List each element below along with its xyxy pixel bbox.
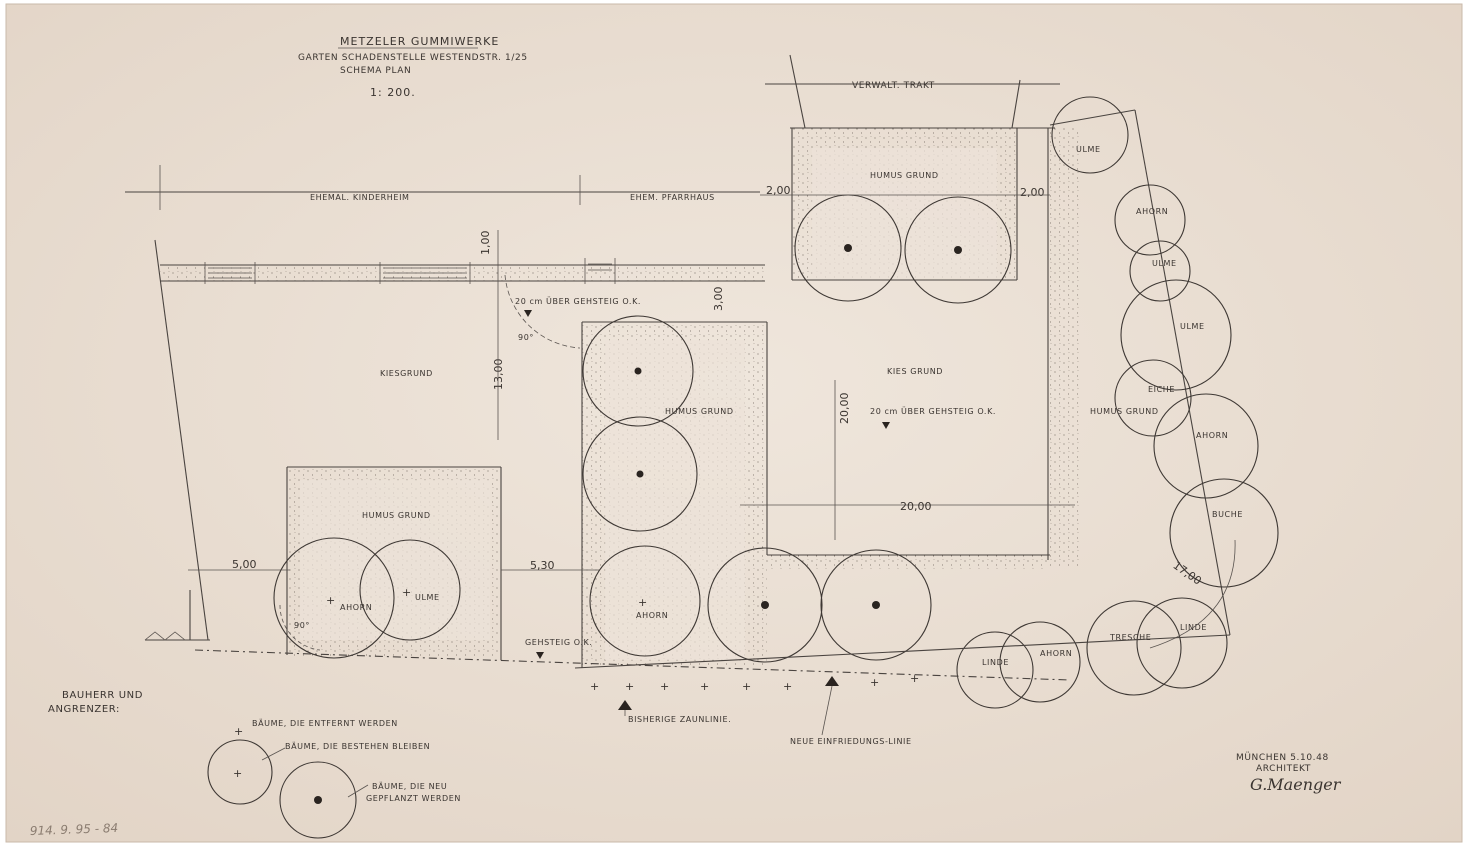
kinderheim-label: EHEMAL. KINDERHEIM [310,193,410,202]
tree-label-ahorn-2: AHORN [1196,431,1228,440]
dim-2-00-right: 2,00 [1020,186,1045,199]
legend-new-2: GEPFLANZT WERDEN [366,794,461,803]
svg-text:+: + [660,680,669,693]
svg-text:+: + [590,680,599,693]
svg-text:+: + [910,672,919,685]
gehsteig-label: GEHSTEIG O.K. [525,638,593,647]
humus-center-block: HUMUS GRUND 3,00 [581,287,768,668]
legend-removed: BÄUME, DIE ENTFERNT WERDEN [252,718,398,728]
svg-text:+: + [402,586,411,599]
svg-text:+: + [742,680,751,693]
building-outlines: EHEMAL. KINDERHEIM EHEM. PFARRHAUS VERWA… [125,54,1060,641]
legend-new-1: BÄUME, DIE NEU [372,781,447,791]
svg-text:+: + [326,594,335,607]
svg-text:+: + [625,680,634,693]
legend: BAUHERR UND ANGRENZER: + BÄUME, DIE ENTF… [48,690,461,839]
dim-5-00: 5,00 [232,558,257,571]
legend-heading-1: BAUHERR UND [62,690,143,701]
humus-top-label: HUMUS GRUND [870,171,939,180]
signature-name: G.Maenger [1250,775,1342,794]
title-block: METZELER GUMMIWERKE GARTEN SCHADENSTELLE… [298,35,528,99]
tree-label-ahorn-center: AHORN [636,611,668,620]
archive-note: 914. 9. 95 - 84 [30,821,119,838]
dim-5-30: 5,30 [530,559,555,572]
kies-left-label: KIESGRUND [380,369,433,378]
svg-text:+: + [638,596,647,609]
title-line-2: GARTEN SCHADENSTELLE WESTENDSTR. 1/25 [298,53,528,63]
tree-label-ahorn-1: AHORN [1136,207,1168,216]
level-note-2: 20 cm ÜBER GEHSTEIG O.K. [870,406,996,416]
dim-20-00-vertical: 20,00 [838,393,851,425]
svg-text:+: + [234,725,243,738]
tree-label-ulme-top: ULME [1076,145,1101,154]
legend-heading-2: ANGRENZER: [48,704,120,715]
dim-2-00-left: 2,00 [766,184,791,197]
bisherige-zaunlinie-label: BISHERIGE ZAUNLINIE. [628,715,731,724]
tree-label-buche: BUCHE [1212,510,1243,519]
humus-right-strip: HUMUS GRUND [1048,128,1159,568]
humus-center-label: HUMUS GRUND [665,407,734,416]
angle-label-2: 90° [294,621,310,630]
title-line-1: METZELER GUMMIWERKE [340,35,499,48]
svg-text:+: + [700,680,709,693]
humus-right-label: HUMUS GRUND [1090,407,1159,416]
humus-bottom-left-block: HUMUS GRUND + + AHORN ULME 90° 5,00 5,30… [188,466,600,660]
dim-20-00-horizontal: 20,00 [900,500,932,513]
svg-text:+: + [233,767,242,780]
title-scale: 1: 200. [370,86,416,99]
angle-label-1: 90° [518,333,534,342]
signature-place-date: MÜNCHEN 5.10.48 [1236,752,1329,763]
tree-label-linde-1: LINDE [982,658,1009,667]
legend-remain: BÄUME, DIE BESTEHEN BLEIBEN [285,741,430,751]
dim-13-00: 13,00 [492,359,505,391]
verwaltung-label: VERWALT. TRAKT [852,81,935,91]
signature-role: ARCHITEKT [1256,764,1311,774]
title-line-3: SCHEMA PLAN [340,66,411,76]
humus-bottom-left-label: HUMUS GRUND [362,511,431,520]
kies-center-label: KIES GRUND [887,367,943,376]
dim-1-00: 1,00 [479,231,492,256]
tree-label-tresche: TRESCHE [1109,633,1151,642]
svg-text:+: + [870,676,879,689]
humus-top-block: HUMUS GRUND 2,00 2,00 [760,128,1050,304]
signature-block: MÜNCHEN 5.10.48 ARCHITEKT G.Maenger [1236,752,1342,794]
level-note-1: 20 cm ÜBER GEHSTEIG O.K. [515,296,641,306]
neue-einfriedungslinie-label: NEUE EINFRIEDUNGS-LINIE [790,737,912,746]
fence-lines: + + + + + + + + BISHERIGE ZAUNLINIE. NEUE EI… [194,634,1231,746]
kies-left-block: KIESGRUND 1,00 13,00 20 cm ÜBER GEHSTEIG… [380,230,641,440]
tree-label-ulme-left: ULME [415,593,440,602]
pfarrhaus-label: EHEM. PFARRHAUS [630,193,715,202]
tree-label-ahorn-3: AHORN [1040,649,1072,658]
tree-label-eiche: EICHE [1148,385,1175,394]
tree-label-ulme-2: ULME [1152,259,1177,268]
tree-label-ahorn-left: AHORN [340,603,372,612]
bottom-tree-row: + AHORN [589,545,1050,663]
svg-text:+: + [783,680,792,693]
dim-3-00: 3,00 [712,287,725,312]
tree-label-ulme-3: ULME [1180,322,1205,331]
